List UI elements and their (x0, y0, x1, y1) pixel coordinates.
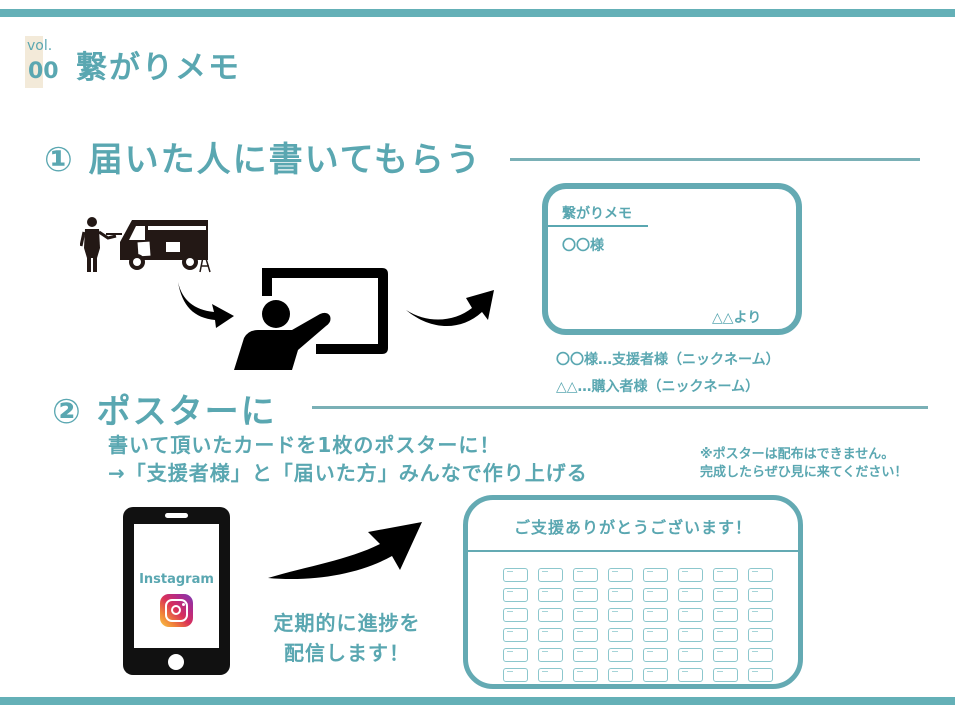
section1-rule (510, 158, 920, 161)
memo-card-title: 繋がりメモ (562, 206, 632, 222)
curved-arrow-icon (406, 290, 494, 327)
poster-mini-card (503, 648, 528, 662)
poster-mini-card (573, 588, 598, 602)
progress-text-line1: 定期的に進捗を (273, 611, 421, 635)
poster-mini-card (713, 648, 738, 662)
poster-mini-card (678, 568, 703, 582)
memo-card-recipient: 〇〇様 (562, 238, 604, 254)
poster-mini-card (678, 648, 703, 662)
poster-mini-card (608, 608, 633, 622)
vol-number: 00 (28, 59, 59, 84)
curved-arrow-icon (268, 522, 422, 580)
vol-badge-background (25, 36, 43, 88)
poster-mini-card (608, 588, 633, 602)
poster-mini-card (748, 608, 773, 622)
poster-mini-card (748, 628, 773, 642)
progress-text-line2: 配信します！ (284, 641, 410, 665)
poster-mini-card (643, 668, 668, 682)
poster-mini-card (608, 568, 633, 582)
poster-mini-card (748, 588, 773, 602)
poster-mini-card (748, 568, 773, 582)
poster-mini-card (713, 568, 738, 582)
poster-mini-card (538, 568, 563, 582)
poster-mini-card (713, 588, 738, 602)
poster-mini-card (713, 668, 738, 682)
poster-mini-card (643, 568, 668, 582)
poster-title-divider (468, 550, 798, 552)
poster-preview: ご支援ありがとうございます！ (463, 495, 803, 689)
poster-mini-card (608, 668, 633, 682)
section2-description-line2: →「支援者様」と「届いた方」みんなで作り上げる (108, 461, 588, 485)
poster-mini-card (503, 628, 528, 642)
poster-mini-card (748, 668, 773, 682)
legend-supporter: 〇〇様…支援者様（ニックネーム） (556, 352, 780, 368)
memo-card-title-underline (548, 225, 648, 227)
progress-text: 定期的に進捗を 配信します！ (262, 608, 432, 668)
section1-title: ① 届いた人に書いてもらう (44, 140, 482, 180)
bottom-border-bar (0, 697, 955, 705)
page-title: 繋がりメモ (76, 50, 241, 86)
memo-card-sender: △△より (712, 310, 762, 326)
poster-mini-card (503, 568, 528, 582)
poster-mini-card (538, 608, 563, 622)
section2-rule (312, 406, 928, 409)
poster-title: ご支援ありがとうございます！ (513, 518, 752, 537)
poster-mini-card (573, 628, 598, 642)
poster-mini-card (538, 648, 563, 662)
curved-arrow-icon (178, 282, 234, 328)
vol-label: vol. (27, 38, 53, 54)
phone-speaker (165, 513, 188, 518)
poster-note-line2: 完成したらぜひ見に来てください！ (700, 465, 908, 480)
poster-mini-card (573, 668, 598, 682)
poster-card-grid (503, 568, 773, 682)
poster-mini-card (643, 588, 668, 602)
phone-home-button (168, 654, 184, 670)
poster-mini-card (503, 608, 528, 622)
instagram-label: Instagram (139, 572, 214, 587)
poster-mini-card (573, 608, 598, 622)
poster-mini-card (573, 648, 598, 662)
poster-mini-card (538, 668, 563, 682)
phone-screen: Instagram (134, 524, 219, 648)
poster-mini-card (643, 648, 668, 662)
top-border-bar (0, 9, 955, 17)
poster-mini-card (678, 668, 703, 682)
smartphone-icon: Instagram (123, 507, 230, 675)
poster-mini-card (608, 648, 633, 662)
poster-mini-card (538, 628, 563, 642)
poster-mini-card (573, 568, 598, 582)
waiter-food-truck-icon (80, 217, 211, 273)
teacher-whiteboard-icon (234, 268, 388, 370)
memo-card-example: 繋がりメモ 〇〇様 △△より (542, 183, 802, 335)
poster-mini-card (503, 588, 528, 602)
poster-mini-card (678, 628, 703, 642)
poster-mini-card (713, 628, 738, 642)
poster-mini-card (608, 628, 633, 642)
poster-mini-card (503, 668, 528, 682)
poster-mini-card (538, 588, 563, 602)
poster-mini-card (643, 608, 668, 622)
legend-purchaser: △△…購入者様（ニックネーム） (556, 379, 760, 395)
poster-note-line1: ※ポスターは配布はできません。 (700, 447, 895, 462)
poster-mini-card (713, 608, 738, 622)
poster-mini-card (678, 608, 703, 622)
instagram-icon (160, 594, 193, 627)
poster-mini-card (748, 648, 773, 662)
poster-mini-card (678, 588, 703, 602)
poster-mini-card (643, 628, 668, 642)
section2-title: ② ポスターに (52, 392, 277, 432)
section2-description-line1: 書いて頂いたカードを1枚のポスターに！ (108, 433, 501, 457)
